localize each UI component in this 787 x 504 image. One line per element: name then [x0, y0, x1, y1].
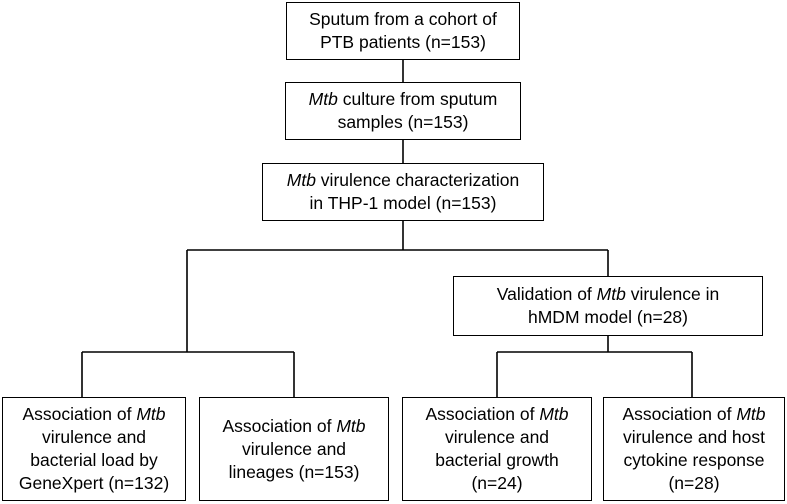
lineages-line-1: Association of Mtb [223, 415, 366, 438]
cytokine-line-2: virulence and host [622, 427, 766, 447]
culture-line-2: samples (n=153) [337, 112, 469, 132]
bacterial-load-box: Association of Mtb virulence and bacteri… [2, 397, 186, 501]
bacterial-growth-line-3: bacterial growth [435, 450, 559, 470]
bacterial-load-mtb-italic: Mtb [136, 404, 166, 424]
validation-mtb-italic: Mtb [596, 284, 626, 304]
cohort-box: Sputum from a cohort of PTB patients (n=… [286, 2, 520, 60]
culture-mtb-italic: Mtb [308, 89, 338, 109]
bacterial-load-line-1-pre: Association of [22, 404, 137, 424]
characterization-mtb-italic: Mtb [286, 170, 316, 190]
bacterial-growth-line-1-pre: Association of [425, 404, 540, 424]
validation-line-1-pre: Validation of [496, 284, 597, 304]
validation-line-2: hMDM model (n=28) [528, 307, 688, 327]
culture-line-1-text: culture from sputum [337, 89, 498, 109]
bacterial-load-line-4: GeneXpert (n=132) [18, 473, 170, 493]
cohort-line-1: Sputum from a cohort of [309, 9, 497, 29]
characterization-line-1: Mtb virulence characterization [287, 169, 519, 192]
bacterial-growth-box: Association of Mtb virulence and bacteri… [402, 397, 592, 501]
cytokine-line-1-pre: Association of [622, 404, 737, 424]
characterization-line-2: in THP-1 model (n=153) [309, 193, 497, 213]
cytokine-mtb-italic: Mtb [736, 404, 766, 424]
bacterial-load-line-3: bacterial load by [30, 450, 158, 470]
bacterial-load-line-1: Association of Mtb [23, 403, 166, 426]
bacterial-growth-mtb-italic: Mtb [539, 404, 569, 424]
cytokine-box: Association of Mtb virulence and host cy… [603, 397, 785, 501]
lineages-mtb-italic: Mtb [336, 415, 366, 436]
validation-line-1-text: virulence in [625, 284, 720, 304]
characterization-box: Mtb virulence characterization in THP-1 … [262, 163, 544, 221]
lineages-line-1-pre: Association of [222, 415, 337, 436]
culture-box: Mtb culture from sputum samples (n=153) [285, 82, 521, 140]
bacterial-load-line-2: virulence and [41, 427, 147, 447]
lineages-box: Association of Mtb virulence and lineage… [199, 397, 389, 501]
lineages-line-3: lineages (n=153) [228, 461, 360, 482]
characterization-line-1-text: virulence characterization [315, 170, 520, 190]
bacterial-growth-line-2: virulence and [444, 427, 550, 447]
cohort-line-2: PTB patients (n=153) [320, 32, 486, 52]
cytokine-line-3: cytokine response [623, 450, 765, 470]
cytokine-line-4: (n=28) [668, 473, 720, 493]
validation-box: Validation of Mtb virulence in hMDM mode… [453, 276, 763, 336]
bacterial-growth-line-4: (n=24) [471, 473, 523, 493]
bacterial-growth-line-1: Association of Mtb [426, 403, 569, 426]
culture-line-1: Mtb culture from sputum [309, 88, 498, 111]
validation-line-1: Validation of Mtb virulence in [497, 283, 719, 306]
lineages-line-2: virulence and [241, 438, 347, 459]
cytokine-line-1: Association of Mtb [623, 403, 766, 426]
